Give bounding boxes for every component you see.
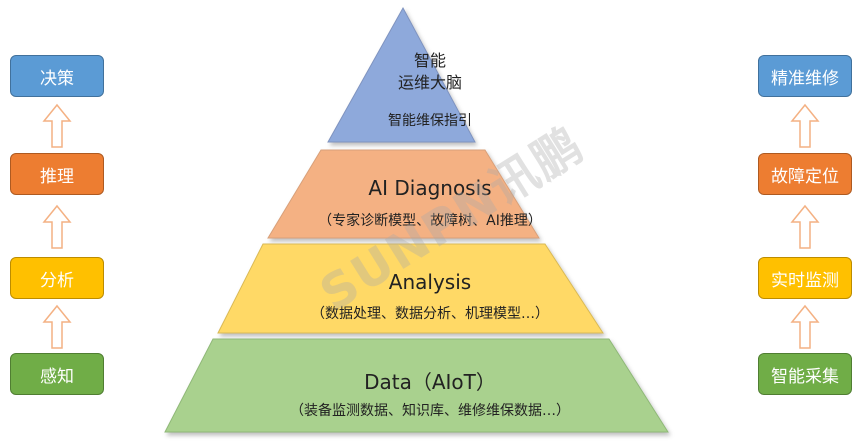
up-arrow-icon [790,204,820,249]
top-tier-subtitle: 智能维保指引 [388,113,472,129]
diagnosis-tier-title: AI Diagnosis [368,176,492,200]
pyramid-tier-top [327,6,476,143]
up-arrow-icon [790,304,820,349]
right-box-precise-repair: 精准维修 [758,55,852,97]
left-box-reasoning: 推理 [10,153,104,195]
up-arrow-icon [42,304,72,349]
left-box-perception: 感知 [10,353,104,395]
data-tier-title: Data（AIoT） [364,370,496,394]
analysis-tier-title: Analysis [388,270,472,294]
pyramid-tier-analysis [217,243,604,334]
left-box-decision: 决策 [10,55,104,97]
up-arrow-icon [790,103,820,148]
top-tier-line1: 智能 [413,51,446,70]
right-box-realtime-monitor: 实时监测 [758,257,852,299]
analysis-tier-subtitle: （数据处理、数据分析、机理模型…） [311,306,549,322]
data-tier-subtitle: （装备监测数据、知识库、维修维保数据…） [290,403,570,419]
top-tier-line2: 运维大脑 [397,73,462,92]
up-arrow-icon [42,103,72,148]
pyramid-tier-data [164,338,669,433]
pyramid-tier-diagnosis [267,149,540,239]
diagnosis-tier-subtitle: （专家诊断模型、故障树、AI推理） [318,213,542,229]
up-arrow-icon [42,204,72,249]
right-box-fault-location: 故障定位 [758,153,852,195]
right-box-smart-collect: 智能采集 [758,353,852,395]
left-box-analysis: 分析 [10,257,104,299]
